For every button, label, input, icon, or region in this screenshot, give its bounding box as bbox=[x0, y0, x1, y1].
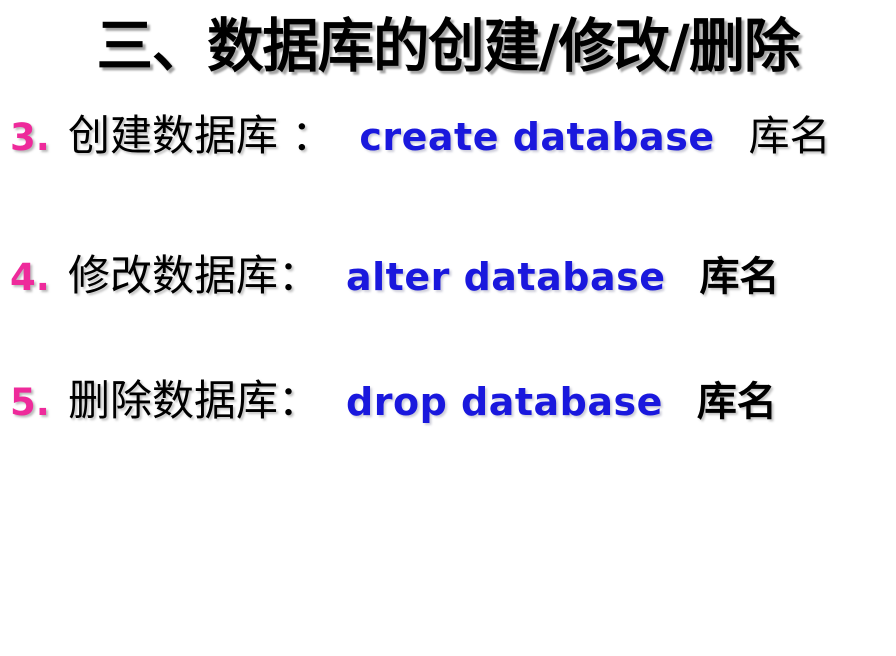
sql-keyword: alter database bbox=[346, 255, 666, 299]
sql-keyword: drop database bbox=[346, 380, 663, 424]
page-title: 三、数据库的创建/修改/删除 bbox=[96, 12, 801, 80]
list-item: 4. 修改数据库： alter database 库名 bbox=[10, 248, 890, 310]
sql-argument: 库名 bbox=[696, 379, 777, 425]
bullet-number: 4. bbox=[10, 256, 50, 299]
bullet-list: 3. 创建数据库 ： create database 库名 4. 修改数据库： … bbox=[0, 108, 896, 468]
bullet-number: 3. bbox=[10, 116, 50, 159]
list-item: 5. 删除数据库： drop database 库名 bbox=[10, 373, 890, 435]
sql-argument: 库名 bbox=[748, 112, 831, 160]
bullet-label: 创建数据库 ： bbox=[68, 111, 334, 160]
bullet-number: 5. bbox=[10, 381, 50, 424]
sql-argument: 库名 bbox=[699, 254, 780, 300]
bullet-label: 修改数据库： bbox=[68, 251, 321, 300]
list-item: 3. 创建数据库 ： create database 库名 bbox=[10, 108, 890, 170]
sql-keyword: create database bbox=[359, 115, 715, 159]
bullet-label: 删除数据库： bbox=[68, 376, 321, 425]
